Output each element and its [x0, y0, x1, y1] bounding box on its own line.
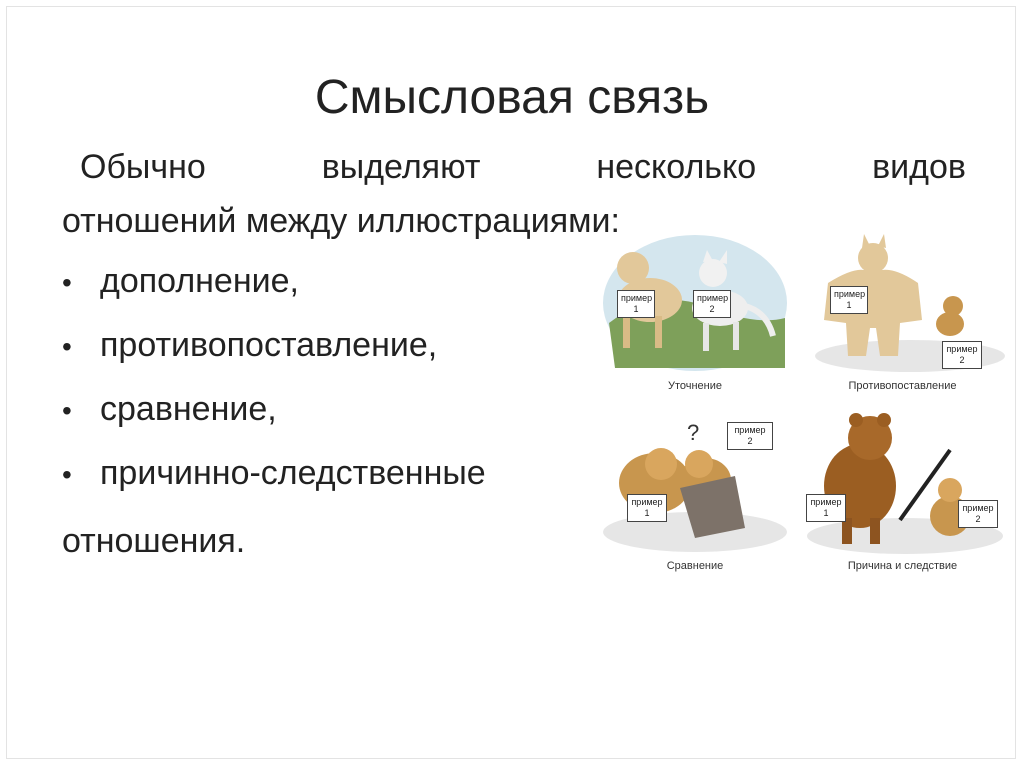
- bullet-marker: •: [62, 395, 72, 426]
- tag-number: 1: [823, 508, 829, 518]
- bullet-marker: •: [62, 267, 72, 298]
- tag-word: пример: [734, 425, 766, 435]
- cause-effect-dogs-image: [807, 413, 1003, 554]
- intro-word: Обычно: [80, 148, 206, 186]
- tag-word: пример: [962, 503, 994, 513]
- bullet-text: сравнение,: [100, 390, 277, 428]
- slide-title: Смысловая связь: [314, 71, 710, 124]
- tag-example-1: пример 1: [806, 494, 846, 522]
- intro-paragraph: Обычно выделяют несколько видов отношени…: [62, 140, 966, 248]
- panel-clarification: пример 1 пример 2 Уточнение: [595, 228, 795, 392]
- tag-example-2: пример 2: [727, 422, 773, 450]
- tag-number: 1: [846, 300, 852, 310]
- intro-line-2: отношений между иллюстрациями:: [62, 202, 620, 240]
- panel-cause-effect: пример 1 пример 2 Причина и следствие: [800, 408, 1005, 578]
- tag-example-1: пример 1: [617, 290, 655, 318]
- tag-word: пример: [834, 289, 866, 299]
- tag-example-2: пример 2: [958, 500, 998, 528]
- tag-word: пример: [810, 497, 842, 507]
- intro-word: несколько: [596, 148, 757, 186]
- tag-example-1: пример 1: [830, 286, 868, 314]
- tag-number: 2: [975, 514, 981, 524]
- tag-example-1: пример 1: [627, 494, 667, 522]
- bullet-item: • дополнение,: [62, 254, 486, 318]
- bullet-item: • причинно-следственные: [62, 446, 486, 510]
- tag-number: 2: [747, 436, 753, 446]
- caption-contrast: Противопоставление: [848, 380, 957, 392]
- caption-comparison: Сравнение: [666, 560, 724, 572]
- intro-word: выделяют: [321, 148, 481, 186]
- tag-word: пример: [697, 293, 729, 303]
- bullet-text: дополнение,: [100, 262, 299, 300]
- tag-word: пример: [621, 293, 653, 303]
- tag-example-2: пример 2: [942, 341, 982, 369]
- intro-line-1: Обычно выделяют несколько видов: [62, 140, 966, 194]
- bullet-list: • дополнение, • противопоставление, • сравн…: [62, 254, 486, 510]
- bullet-text: противопоставление,: [100, 326, 438, 364]
- tag-example-2: пример 2: [693, 290, 731, 318]
- tag-number: 2: [709, 304, 715, 314]
- bullet-marker: •: [62, 459, 72, 490]
- intro-word: видов: [872, 148, 966, 186]
- bullet-marker: •: [62, 331, 72, 362]
- tag-number: 2: [959, 355, 965, 365]
- tag-number: 1: [644, 508, 650, 518]
- question-mark: ?: [687, 420, 699, 445]
- tag-word: пример: [946, 344, 978, 354]
- panel-contrast: пример 1 пример 2 Противопоставление: [800, 228, 1005, 392]
- bullet-item: • противопоставление,: [62, 318, 486, 382]
- relations-illustration: пример 1 пример 2 Уточнение пример 1 при…: [595, 228, 1005, 588]
- outro-text: отношения.: [62, 522, 246, 560]
- panel-comparison: ? пример 1 пример 2 Сравнение: [595, 408, 795, 578]
- caption-cause-effect: Причина и следствие: [847, 560, 958, 572]
- slide-frame: [6, 6, 1016, 759]
- caption-clarification: Уточнение: [667, 380, 723, 392]
- bullet-text: причинно-следственные: [100, 454, 486, 492]
- tag-word: пример: [631, 497, 663, 507]
- tag-number: 1: [633, 304, 639, 314]
- bullet-item: • сравнение,: [62, 382, 486, 446]
